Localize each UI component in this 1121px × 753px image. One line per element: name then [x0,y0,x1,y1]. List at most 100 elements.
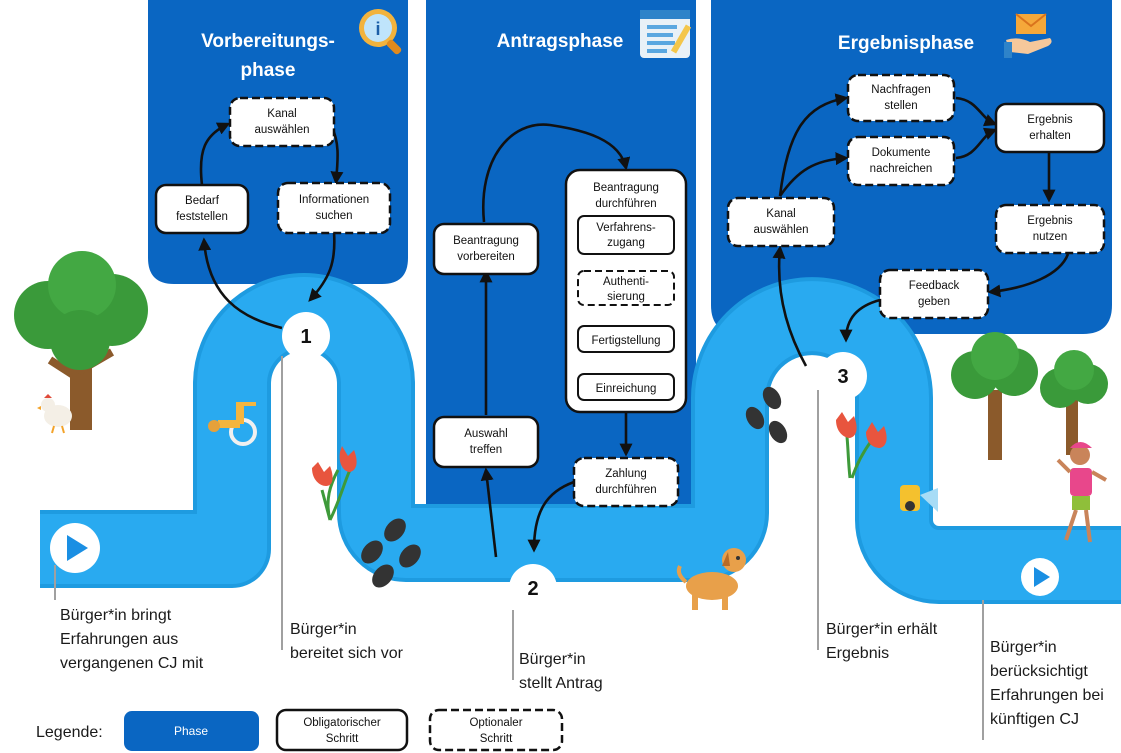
svg-text:Einreichung: Einreichung [596,383,657,395]
svg-text:Ergebnis: Ergebnis [1027,114,1073,126]
step-app-zahlung: Zahlung durchführen [572,456,680,508]
svg-text:Kanal: Kanal [766,208,795,220]
svg-text:Kanal: Kanal [267,108,296,120]
svg-text:Schritt: Schritt [326,733,359,745]
step-app-vorbereiten: Beantragung vorbereiten [432,222,540,276]
svg-text:stellen: stellen [884,100,917,112]
legend-optional-swatch [428,708,564,752]
tree-icon [951,332,1108,460]
milestone-1: 1 [282,312,330,360]
svg-text:3: 3 [837,366,848,388]
svg-text:zugang: zugang [607,237,645,249]
step-res-kanal: Kanal auswählen [726,196,836,248]
footprints-icon [745,386,788,444]
flow-arrows [198,93,1070,558]
svg-text:erhalten: erhalten [1029,130,1071,142]
step-prep-kanal: Kanal auswählen [228,96,336,148]
svg-text:Obligatorischer: Obligatorischer [303,717,381,729]
milestone-2: 2 [509,564,557,612]
description-end: Bürger*in berücksichtigt Erfahrungen bei… [990,639,1104,728]
svg-text:Beantragung: Beantragung [453,235,519,247]
svg-text:Optionaler: Optionaler [469,717,522,729]
svg-text:Erfahrungen bei: Erfahrungen bei [990,687,1104,704]
legend-phase-swatch [124,711,259,751]
svg-text:Bürger*in: Bürger*in [990,639,1057,656]
svg-text:künftigen CJ: künftigen CJ [990,711,1079,728]
svg-text:durchführen: durchführen [595,484,656,496]
play-icon [1021,558,1059,596]
svg-text:Fertigstellung: Fertigstellung [591,335,660,347]
form-document-icon [640,10,692,58]
svg-text:Authenti-: Authenti- [603,276,649,288]
svg-text:suchen: suchen [315,210,352,222]
legend-label: Legende: [36,724,103,741]
svg-text:auswählen: auswählen [754,224,809,236]
footprints-icon [361,518,421,588]
description-m2: Bürger*in stellt Antrag [519,651,603,692]
svg-text:auswählen: auswählen [255,124,310,136]
step-res-erhalten: Ergebnis erhalten [994,102,1106,154]
legend-mandatory-swatch [275,708,409,752]
svg-text:Feedback: Feedback [909,280,960,292]
step-prep-info: Informationen suchen [276,181,392,235]
phase-title-result: Ergebnisphase [838,33,974,54]
description-pointers [54,356,984,740]
info-magnifier-icon: i [359,9,402,55]
svg-text:nutzen: nutzen [1033,231,1068,243]
step-res-feedback: Feedback geben [878,268,990,320]
tree-icon [14,251,148,430]
svg-text:durchführen: durchführen [595,198,656,210]
milestone-3: 3 [819,352,867,400]
wheelchair-icon [208,402,257,446]
svg-text:berücksichtigt: berücksichtigt [990,663,1088,680]
svg-text:stellt Antrag: stellt Antrag [519,675,603,692]
svg-text:Bürger*in erhält: Bürger*in erhält [826,621,938,638]
svg-text:Beantragung: Beantragung [593,182,659,194]
description-m3: Bürger*in erhält Ergebnis [826,621,938,662]
journey-road [30,273,1121,604]
svg-text:Ergebnis: Ergebnis [1027,215,1073,227]
phase-title-application: Antragsphase [497,31,624,52]
step-res-nachfragen: Nachfragen stellen [846,73,956,123]
svg-text:Nachfragen: Nachfragen [871,84,930,96]
step-app-auth: Authenti- sierung [577,270,675,306]
svg-text:Zahlung: Zahlung [605,468,647,480]
tulip-icon [836,412,887,479]
svg-text:Dokumente: Dokumente [872,147,931,159]
step-app-auswahl: Auswahl treffen [432,415,540,469]
svg-text:2: 2 [527,578,538,600]
description-m1: Bürger*in bereitet sich vor [290,621,404,662]
svg-text:bereitet sich vor: bereitet sich vor [290,645,404,662]
svg-text:1: 1 [300,326,311,348]
step-app-verfahren: Verfahrens- zugang [577,215,675,255]
svg-text:Informationen: Informationen [299,194,369,206]
svg-text:vorbereiten: vorbereiten [457,251,515,263]
svg-text:Schritt: Schritt [480,733,513,745]
step-res-dokumente: Dokumente nachreichen [846,135,956,187]
chicken-icon [37,394,72,434]
svg-text:Bürger*in: Bürger*in [519,651,586,668]
walking-person-icon [1056,442,1107,543]
svg-text:geben: geben [918,296,950,308]
svg-text:feststellen: feststellen [176,211,228,223]
play-icon [50,523,100,573]
legend: Legende: Phase Obligatorischer Schritt O… [36,708,564,752]
step-app-fertig: Fertigstellung [577,325,675,353]
step-res-nutzen: Ergebnis nutzen [994,203,1106,255]
legend-phase-label: Phase [174,724,208,738]
svg-text:Bedarf: Bedarf [185,195,220,207]
hand-envelope-icon [1004,13,1052,58]
svg-text:Verfahrens-: Verfahrens- [596,222,656,234]
svg-text:vergangenen CJ mit: vergangenen CJ mit [60,655,204,672]
svg-text:treffen: treffen [470,444,502,456]
svg-text:sierung: sierung [607,291,645,303]
phase-title-prep-line2: phase [241,60,296,81]
svg-text:Ergebnis: Ergebnis [826,645,889,662]
tulip-icon [312,446,357,521]
description-start: Bürger*in bringt Erfahrungen aus vergang… [60,607,204,672]
svg-text:Auswahl: Auswahl [464,428,507,440]
svg-text:Erfahrungen aus: Erfahrungen aus [60,631,178,648]
step-app-einreichung: Einreichung [577,373,675,401]
svg-text:Bürger*in: Bürger*in [290,621,357,638]
